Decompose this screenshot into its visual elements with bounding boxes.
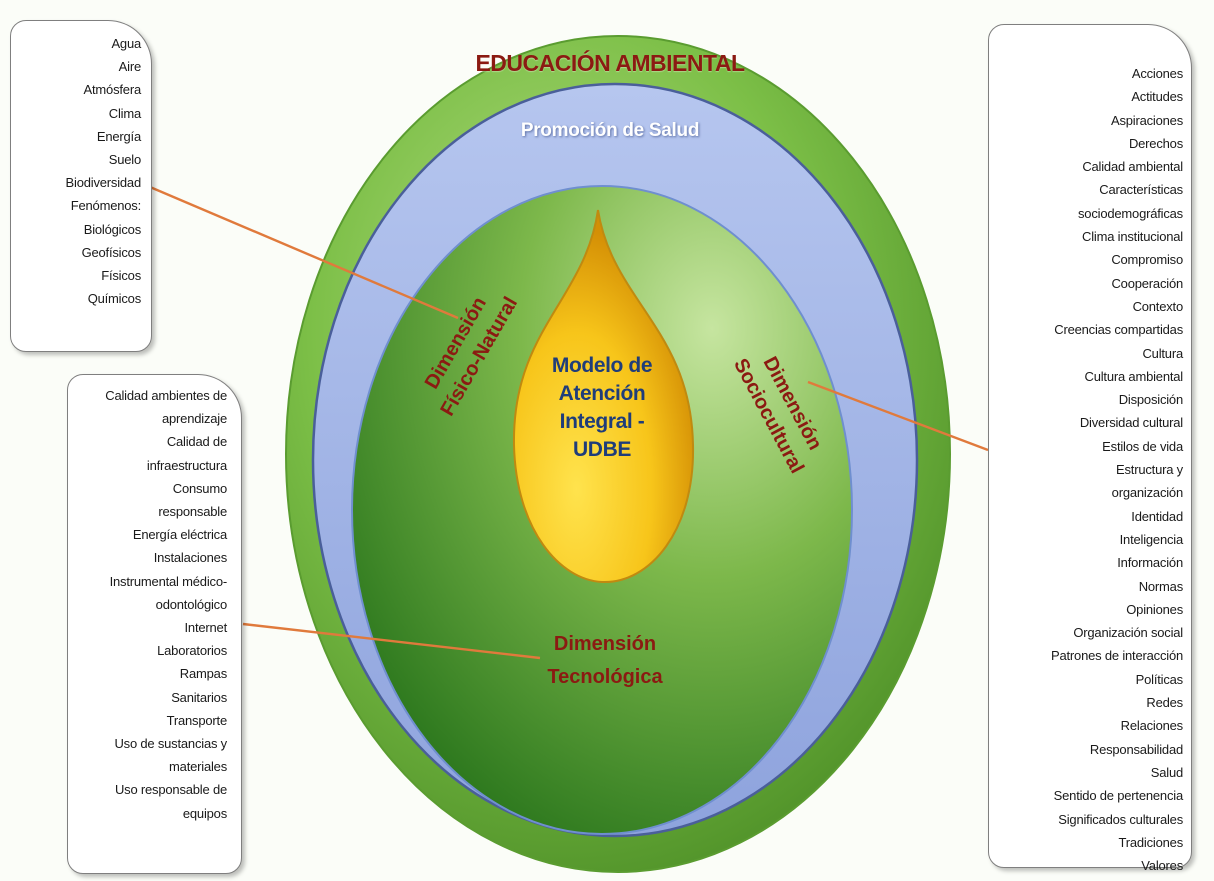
dimension-tecnologica-label: Dimensión Tecnológica bbox=[520, 628, 690, 694]
list-item: Instalaciones bbox=[153, 550, 227, 566]
connector-bl bbox=[242, 622, 541, 660]
list-item: Uso responsable de bbox=[114, 782, 227, 798]
list-item: Patrones de interacción bbox=[1051, 648, 1183, 664]
list-item: organización bbox=[1111, 485, 1184, 501]
list-item: Energía eléctrica bbox=[132, 527, 227, 543]
list-item: responsable bbox=[158, 504, 227, 520]
ring-label-promocion-salud: Promoción de Salud bbox=[520, 120, 700, 141]
list-item: Cultura bbox=[1142, 345, 1183, 361]
list-item: Químicos bbox=[87, 291, 142, 307]
list-item: Instrumental médico- bbox=[109, 573, 228, 589]
list-item: materiales bbox=[169, 759, 227, 775]
list-item: Opiniones bbox=[1126, 601, 1183, 617]
list-item: infraestructura bbox=[146, 457, 227, 473]
list-item: Clima institucional bbox=[1082, 229, 1183, 245]
list-item: Suelo bbox=[108, 152, 141, 168]
list-item: Calidad ambiental bbox=[1082, 159, 1183, 175]
center-label-line-2: Atención bbox=[558, 382, 646, 405]
list-item: Cultura ambiental bbox=[1084, 368, 1184, 384]
list-item: Normas bbox=[1138, 578, 1184, 594]
list-item: Disposición bbox=[1118, 392, 1183, 408]
list-item: Creencias compartidas bbox=[1054, 322, 1183, 338]
center-label-line-3: Integral - bbox=[559, 410, 645, 433]
connector-tl bbox=[149, 185, 459, 320]
list-item: Identidad bbox=[1131, 508, 1183, 524]
list-item: Biodiversidad bbox=[65, 175, 142, 191]
list-item: Valores bbox=[1141, 858, 1183, 874]
list-item: Energía bbox=[96, 128, 141, 144]
list-item: Características bbox=[1099, 182, 1183, 198]
list-item: Rampas bbox=[179, 666, 227, 682]
list-item: Laboratorios bbox=[157, 643, 227, 659]
list-item: Sentido de pertenencia bbox=[1053, 788, 1184, 804]
list-item: Derechos bbox=[1128, 135, 1183, 151]
list-item: Aire bbox=[118, 59, 142, 75]
list-item: Significados culturales bbox=[1058, 811, 1183, 827]
list-item: Organización social bbox=[1073, 625, 1183, 641]
center-label: Modelo de Atención Integral - UDBE bbox=[540, 352, 664, 464]
list-item: Responsabilidad bbox=[1089, 741, 1183, 757]
list-item: Cooperación bbox=[1111, 275, 1183, 291]
center-label-line-4: UDBE bbox=[573, 438, 631, 461]
list-item: Clima bbox=[108, 105, 141, 121]
list-item: Agua bbox=[111, 36, 141, 51]
list-item: Actitudes bbox=[1131, 89, 1183, 105]
list-item: odontológico bbox=[155, 596, 228, 612]
list-item: Físicos bbox=[101, 268, 141, 284]
list-item: sociodemográficas bbox=[1078, 205, 1183, 221]
list-item: equipos bbox=[182, 805, 227, 821]
drop-shape bbox=[512, 209, 695, 584]
list-item: Atmósfera bbox=[83, 82, 142, 98]
list-item: Políticas bbox=[1135, 671, 1184, 687]
title-educacion-ambiental: EDUCACIÓN AMBIENTAL bbox=[475, 50, 745, 76]
list-item: Internet bbox=[184, 620, 228, 636]
list-item: Estructura y bbox=[1116, 462, 1183, 478]
dimension-tecnologica-line-1: Dimensión bbox=[553, 633, 657, 655]
list-item: Calidad ambientes de bbox=[105, 388, 227, 403]
list-item: Calidad de bbox=[166, 434, 227, 450]
list-item: Diversidad cultural bbox=[1079, 415, 1183, 431]
connector-r bbox=[807, 380, 989, 452]
list-item: Inteligencia bbox=[1119, 531, 1184, 547]
list-item: Fenómenos: bbox=[70, 198, 141, 214]
list-item: Tradiciones bbox=[1118, 834, 1183, 850]
list-item: Transporte bbox=[166, 712, 228, 728]
list-item: Acciones bbox=[1131, 66, 1183, 81]
list-item: Consumo bbox=[172, 480, 227, 496]
list-item: Biológicos bbox=[83, 221, 141, 237]
list-item: Geofísicos bbox=[81, 244, 142, 260]
list-item: Redes bbox=[1146, 695, 1183, 711]
list-item: aprendizaje bbox=[161, 411, 227, 427]
list-item: Uso de sustancias y bbox=[114, 736, 227, 752]
list-item: Estilos de vida bbox=[1102, 438, 1183, 454]
list-item: Sanitarios bbox=[171, 689, 227, 705]
list-item: Relaciones bbox=[1120, 718, 1184, 734]
list-item: Información bbox=[1117, 555, 1183, 571]
center-label-line-1: Modelo de bbox=[551, 354, 653, 377]
list-item: Salud bbox=[1150, 764, 1183, 780]
dimension-tecnologica-line-2: Tecnológica bbox=[547, 666, 663, 688]
list-item: Aspiraciones bbox=[1110, 112, 1183, 128]
list-item: Compromiso bbox=[1111, 252, 1183, 268]
list-item: Contexto bbox=[1132, 298, 1184, 314]
